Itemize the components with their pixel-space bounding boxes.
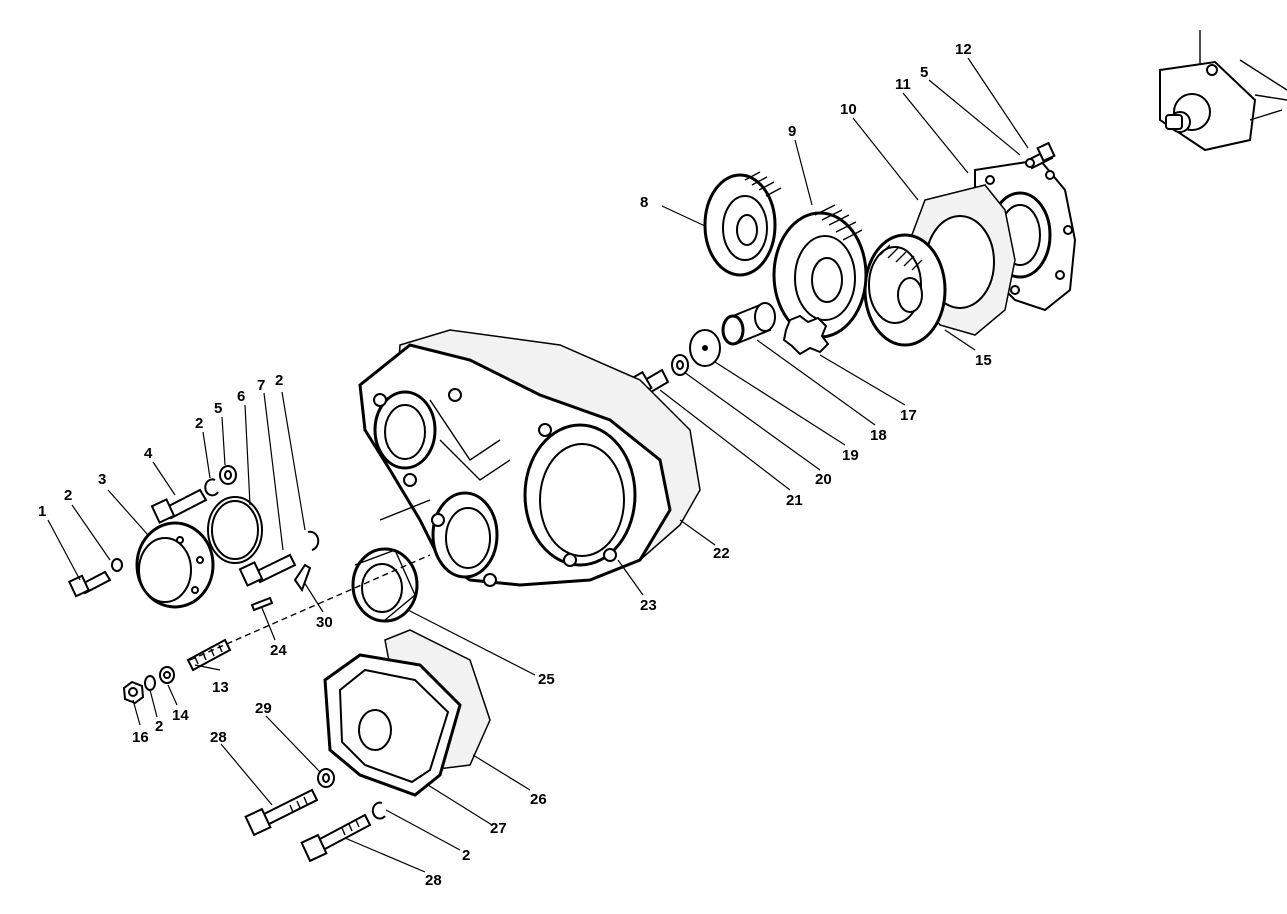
part-label-2: 2 xyxy=(64,487,72,504)
washer-29 xyxy=(317,768,335,788)
part-label-24: 24 xyxy=(270,642,287,659)
part-label-14: 14 xyxy=(172,707,189,724)
lock-washer-2-b xyxy=(204,478,219,497)
lock-washer-2-a xyxy=(111,558,123,572)
gear-15 xyxy=(863,233,947,347)
bushing-18 xyxy=(721,302,776,346)
part-label-17: 17 xyxy=(900,407,917,424)
part-label-15: 15 xyxy=(975,352,992,369)
stud-13 xyxy=(186,638,232,672)
part-label-30: 30 xyxy=(316,614,333,631)
o-ring-6 xyxy=(207,496,263,564)
part-label-1: 1 xyxy=(38,503,46,520)
oil-seal-25 xyxy=(351,547,419,623)
part-label-19: 19 xyxy=(842,447,859,464)
cap-screw-12 xyxy=(1025,141,1056,170)
part-label-12: 12 xyxy=(955,41,972,58)
part-label-26: 26 xyxy=(530,791,547,808)
bolt-28-upper xyxy=(244,788,319,837)
lock-washer-2-d xyxy=(371,801,386,820)
washer-20 xyxy=(671,354,689,376)
bearing-cap-3 xyxy=(135,521,215,609)
thrust-washer-19 xyxy=(689,329,721,367)
part-label-27: 27 xyxy=(490,820,507,837)
inset-assembly-view xyxy=(1159,30,1287,152)
pin-24 xyxy=(250,596,274,612)
part-label-28: 28 xyxy=(210,729,227,746)
lock-washer-2-c xyxy=(144,675,156,691)
part-label-6: 6 xyxy=(237,388,245,405)
part-label-20: 20 xyxy=(815,471,832,488)
part-label-25: 25 xyxy=(538,671,555,688)
main-housing xyxy=(358,343,672,587)
part-label-9: 9 xyxy=(788,123,796,140)
part-label-29: 29 xyxy=(255,700,272,717)
part-label-4: 4 xyxy=(144,445,153,462)
bolt-28-lower xyxy=(300,813,372,863)
part-label-11: 11 xyxy=(895,76,911,93)
part-label-18: 18 xyxy=(870,427,887,444)
part-label-7: 7 xyxy=(257,377,265,394)
gear-8 xyxy=(703,171,782,277)
part-label-2: 2 xyxy=(462,847,470,864)
part-label-21: 21 xyxy=(786,492,803,509)
bolt-4 xyxy=(150,488,208,524)
washer-5 xyxy=(219,465,237,485)
clip-30 xyxy=(293,563,312,593)
part-label-2: 2 xyxy=(195,415,203,432)
small-gear-17 xyxy=(782,314,830,356)
part-label-10: 10 xyxy=(840,101,857,118)
part-label-2: 2 xyxy=(275,372,283,389)
leader-lines xyxy=(47,57,1029,873)
snap-ring-2 xyxy=(307,530,320,551)
cover-27 xyxy=(323,653,462,797)
nut-16 xyxy=(122,680,145,705)
part-label-28: 28 xyxy=(425,872,442,889)
gear-9 xyxy=(772,204,868,339)
bolt-7 xyxy=(238,553,297,587)
part-label-13: 13 xyxy=(212,679,229,696)
part-label-5: 5 xyxy=(214,400,222,417)
part-label-8: 8 xyxy=(640,194,648,211)
part-label-3: 3 xyxy=(98,471,106,488)
part-label-16: 16 xyxy=(132,729,149,746)
part-label-22: 22 xyxy=(713,545,730,562)
part-label-23: 23 xyxy=(640,597,657,614)
part-label-2: 2 xyxy=(155,718,163,735)
washer-14 xyxy=(159,666,175,684)
screw-1 xyxy=(67,570,112,598)
part-label-5: 5 xyxy=(920,64,928,81)
